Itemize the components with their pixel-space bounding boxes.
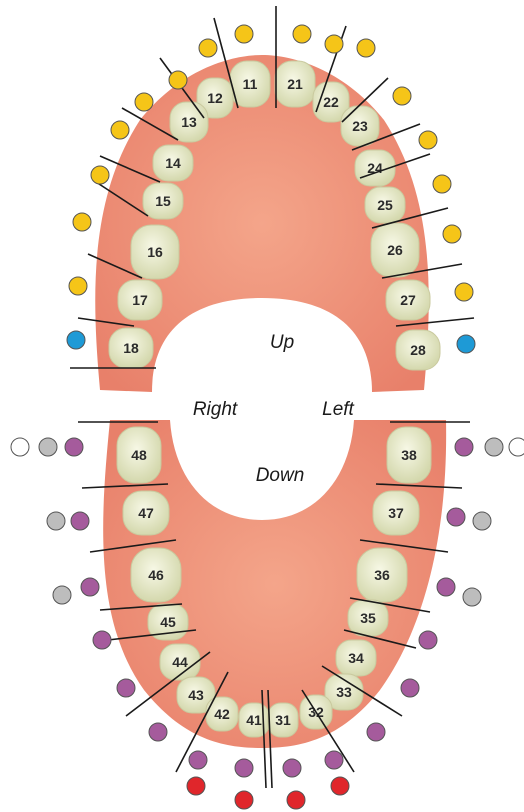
marker-dot-11-yellow[interactable] [235, 25, 253, 43]
label-down: Down [256, 465, 305, 486]
marker-dot-13-yellow[interactable] [169, 71, 187, 89]
tooth-number-31: 31 [275, 712, 291, 728]
label-right: Right [193, 399, 238, 420]
tooth-number-16: 16 [147, 244, 163, 260]
marker-dot-46-purple[interactable] [81, 578, 99, 596]
marker-dot-42-red[interactable] [187, 777, 205, 795]
marker-dot-32-red[interactable] [331, 777, 349, 795]
marker-dot-38-purple[interactable] [455, 438, 473, 456]
tooth-number-23: 23 [352, 118, 368, 134]
marker-dot-12-yellow[interactable] [199, 39, 217, 57]
tooth-number-33: 33 [336, 684, 352, 700]
label-up: Up [270, 332, 294, 353]
tooth-number-28: 28 [410, 342, 426, 358]
label-left: Left [322, 399, 354, 420]
marker-dot-16-yellow[interactable] [91, 166, 109, 184]
tooth-number-26: 26 [387, 242, 403, 258]
marker-dot-48-white[interactable] [11, 438, 29, 456]
tooth-number-13: 13 [181, 114, 197, 130]
tooth-number-43: 43 [188, 687, 204, 703]
tooth-number-25: 25 [377, 197, 393, 213]
tooth-number-46: 46 [148, 567, 164, 583]
marker-dot-26-yellow[interactable] [433, 175, 451, 193]
tooth-number-14: 14 [165, 155, 181, 171]
marker-dot-34-purple[interactable] [401, 679, 419, 697]
tooth-number-41: 41 [246, 712, 262, 728]
tooth-number-21: 21 [287, 76, 303, 92]
marker-dot-48-gray[interactable] [39, 438, 57, 456]
marker-dot-38-gray[interactable] [485, 438, 503, 456]
marker-dot-28-blue[interactable] [457, 335, 475, 353]
tooth-number-42: 42 [214, 706, 230, 722]
marker-dot-37-gray[interactable] [473, 512, 491, 530]
tooth-number-35: 35 [360, 610, 376, 626]
tooth-number-15: 15 [155, 193, 171, 209]
marker-dot-14-yellow[interactable] [135, 93, 153, 111]
tooth-number-36: 36 [374, 567, 390, 583]
marker-dot-25-yellow[interactable] [419, 131, 437, 149]
marker-dot-27-yellow[interactable] [443, 225, 461, 243]
marker-dot-18-yellow[interactable] [69, 277, 87, 295]
marker-dot-41-purple[interactable] [235, 759, 253, 777]
marker-dot-17-yellow[interactable] [73, 213, 91, 231]
tooth-number-38: 38 [401, 447, 417, 463]
tooth-number-22: 22 [323, 94, 339, 110]
marker-dot-31-red[interactable] [287, 791, 305, 809]
marker-dot-24-yellow[interactable] [393, 87, 411, 105]
marker-dot-33-purple[interactable] [367, 723, 385, 741]
marker-dot-32-purple[interactable] [325, 751, 343, 769]
marker-dot-22-yellow[interactable] [325, 35, 343, 53]
marker-dot-37-purple[interactable] [447, 508, 465, 526]
tooth-number-37: 37 [388, 505, 404, 521]
marker-dot-36-purple[interactable] [437, 578, 455, 596]
marker-dot-47-purple[interactable] [71, 512, 89, 530]
marker-dot-48-purple[interactable] [65, 438, 83, 456]
tooth-number-47: 47 [138, 505, 154, 521]
marker-dot-36-gray[interactable] [463, 588, 481, 606]
tooth-number-18: 18 [123, 340, 139, 356]
tooth-number-12: 12 [207, 90, 223, 106]
marker-dot-23-yellow[interactable] [357, 39, 375, 57]
marker-dot-35-purple[interactable] [419, 631, 437, 649]
marker-dot-42-purple[interactable] [189, 751, 207, 769]
tooth-number-48: 48 [131, 447, 147, 463]
marker-dot-43-purple[interactable] [149, 723, 167, 741]
tooth-number-27: 27 [400, 292, 416, 308]
marker-dot-28-yellow[interactable] [455, 283, 473, 301]
marker-dot-31-purple[interactable] [283, 759, 301, 777]
marker-dot-18-blue[interactable] [67, 331, 85, 349]
marker-dot-46-gray[interactable] [53, 586, 71, 604]
marker-dot-15-yellow[interactable] [111, 121, 129, 139]
tooth-number-44: 44 [172, 654, 188, 670]
marker-dot-21-yellow[interactable] [293, 25, 311, 43]
marker-dot-45-purple[interactable] [93, 631, 111, 649]
marker-dot-44-purple[interactable] [117, 679, 135, 697]
tooth-number-11: 11 [243, 76, 258, 92]
marker-dot-41-red[interactable] [235, 791, 253, 809]
tooth-number-34: 34 [348, 650, 364, 666]
marker-dot-38-white[interactable] [509, 438, 524, 456]
tooth-number-17: 17 [132, 292, 148, 308]
tooth-number-45: 45 [160, 614, 176, 630]
marker-dot-47-gray[interactable] [47, 512, 65, 530]
